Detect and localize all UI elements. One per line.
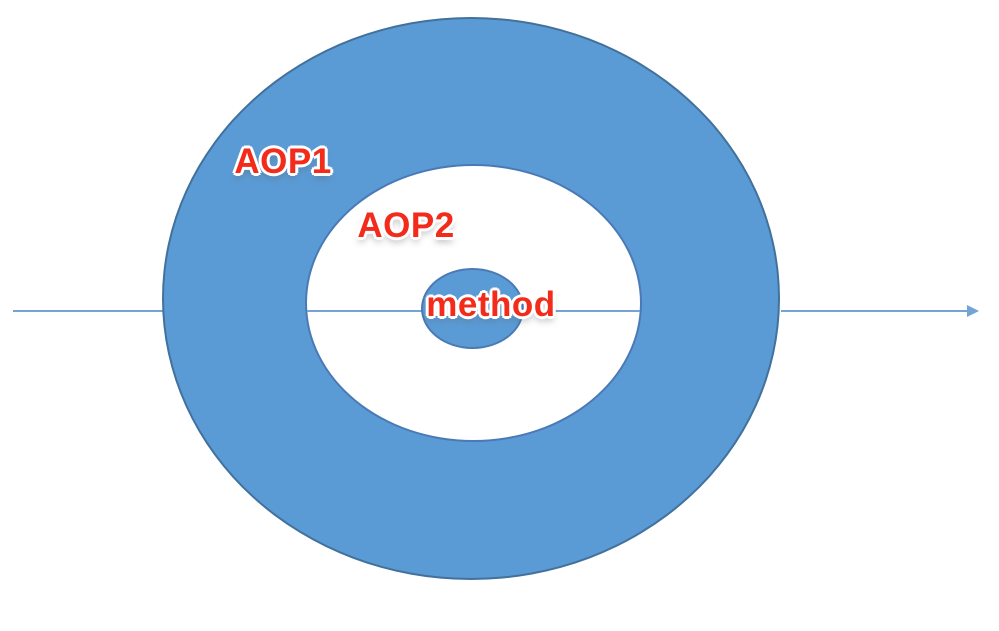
label-aop2: AOP2 xyxy=(357,206,455,245)
arrow-head-icon xyxy=(967,305,979,317)
label-aop1: AOP1 xyxy=(234,142,332,181)
label-method: method xyxy=(426,285,556,324)
axis-arrow-right-segment xyxy=(781,310,969,312)
axis-arrow-left-segment xyxy=(13,310,165,312)
inner-ring-method xyxy=(421,268,524,349)
